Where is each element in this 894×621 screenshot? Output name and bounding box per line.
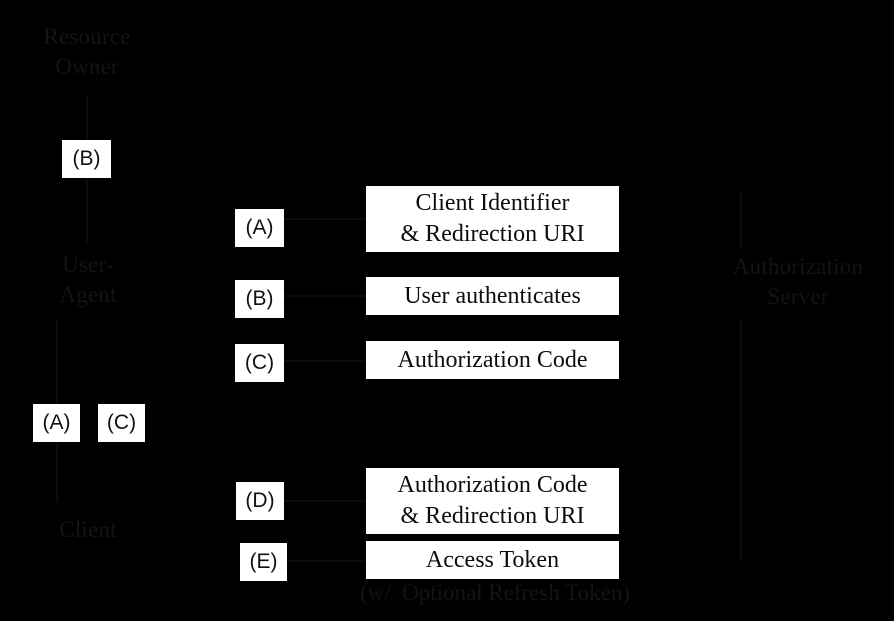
step-label-b-user-agent[interactable]: (B): [235, 280, 284, 318]
step-label-e-client[interactable]: (E): [240, 543, 287, 581]
flow-line-agent-vertical: [56, 320, 58, 404]
step-label-a-client[interactable]: (A): [33, 404, 80, 442]
message-box-client-identifier-redirection-uri[interactable]: Client Identifier & Redirection URI: [366, 186, 619, 252]
flow-line-b-horizontal: [284, 295, 366, 297]
flow-line-a-horizontal: [284, 218, 366, 220]
message-box-authorization-code[interactable]: Authorization Code: [366, 341, 619, 379]
entity-user-agent: User- Agent: [59, 252, 117, 307]
flow-line-d-horizontal: [284, 500, 366, 502]
message-box-authorization-code-redirection-uri[interactable]: Authorization Code & Redirection URI: [366, 468, 619, 534]
entity-authorization-server: Authorization Server: [732, 254, 864, 309]
flow-line-client-vertical: [56, 442, 58, 502]
flow-line-c-horizontal: [284, 360, 366, 362]
step-label-c-user-agent[interactable]: (C): [235, 344, 284, 382]
entity-resource-owner: Resource Owner: [43, 24, 131, 79]
message-box-access-token[interactable]: Access Token: [366, 541, 619, 579]
step-label-c-client[interactable]: (C): [98, 404, 145, 442]
entity-client: Client: [59, 517, 117, 542]
step-label-a-user-agent[interactable]: (A): [235, 209, 284, 247]
flow-line-owner-vertical: [86, 96, 88, 142]
flow-line-owner-to-agent: [86, 177, 88, 245]
flow-line-server-lower: [740, 320, 742, 560]
footnote-optional-refresh-token: (w/ Optional Refresh Token): [359, 580, 631, 605]
flow-line-e-horizontal: [286, 560, 366, 562]
message-box-user-authenticates[interactable]: User authenticates: [366, 277, 619, 315]
step-label-b-resource-owner[interactable]: (B): [62, 140, 111, 178]
flow-line-server-vertical: [740, 190, 742, 250]
step-label-d-client[interactable]: (D): [236, 482, 284, 520]
